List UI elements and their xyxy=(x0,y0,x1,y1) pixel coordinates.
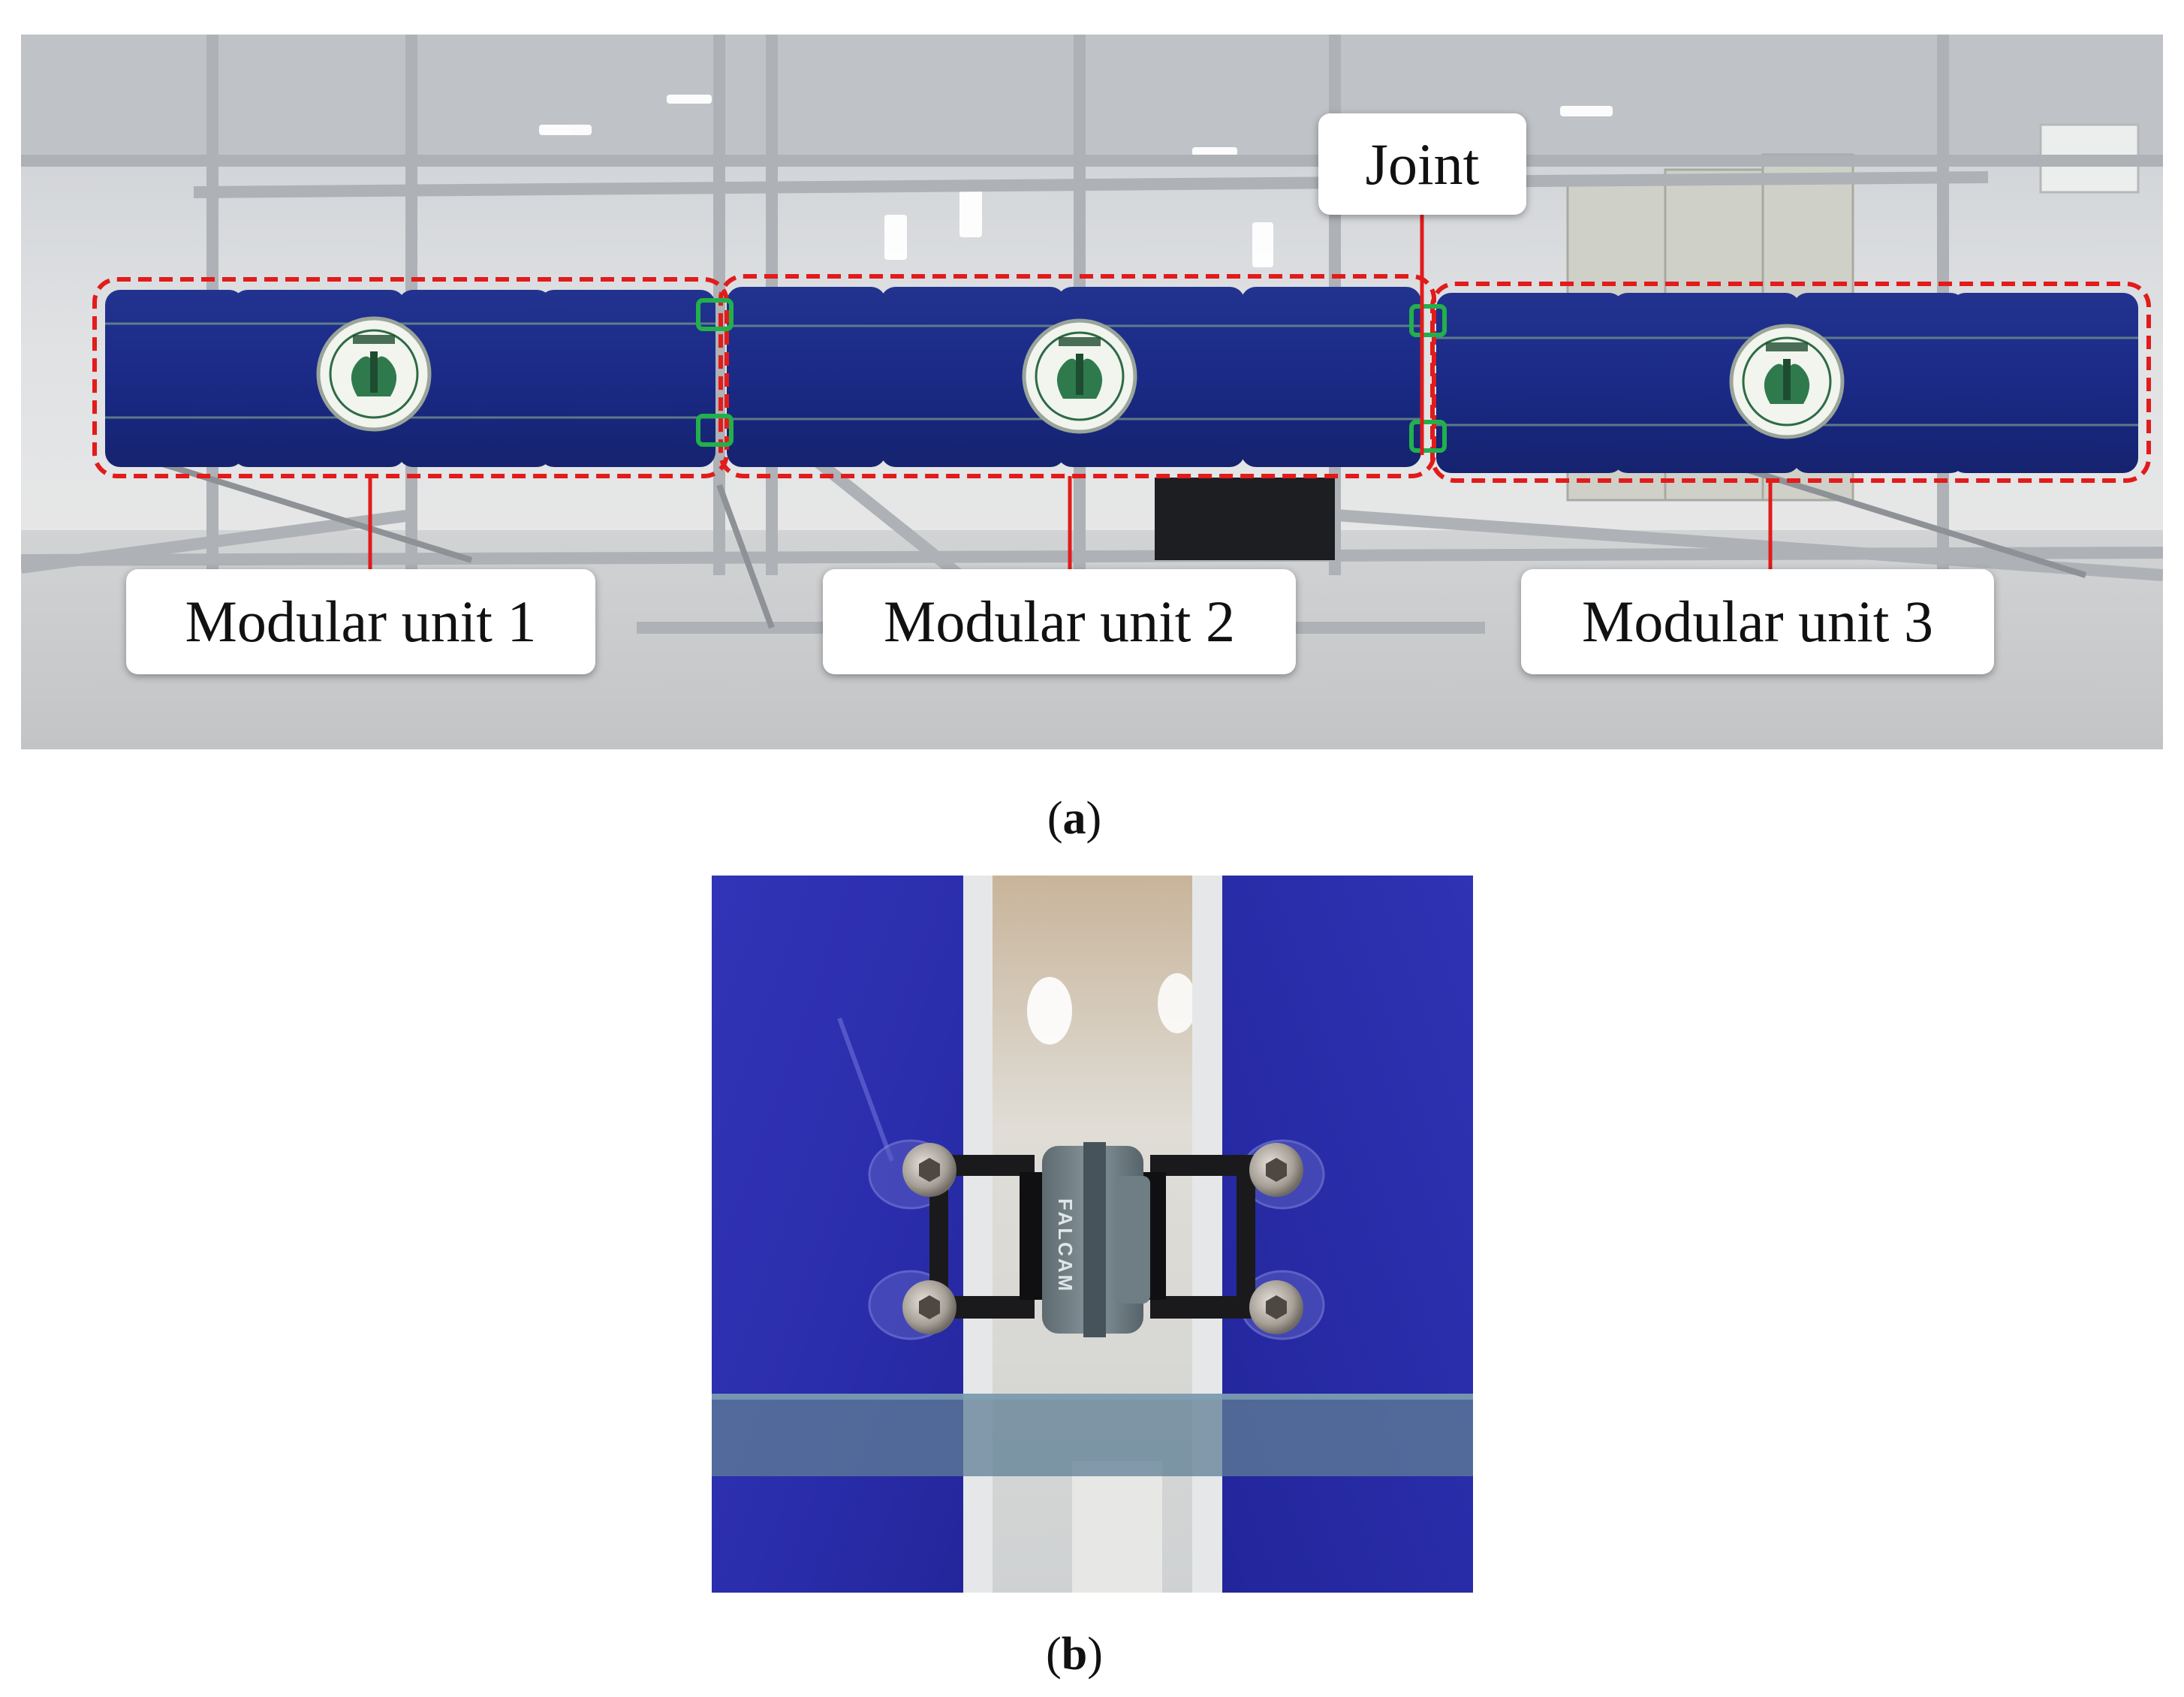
photo-panel-a: Modular unit 1 Modular unit 2 Modular un… xyxy=(21,35,2163,749)
photo-panel-b: FALCAM xyxy=(712,876,1473,1593)
unit-3-outline xyxy=(1430,282,2151,483)
seal-icon xyxy=(318,318,429,430)
falcam-logo: FALCAM xyxy=(1054,1198,1077,1293)
joint-box xyxy=(1409,304,1447,337)
unit-1-outline xyxy=(92,277,729,478)
joint-label: Joint xyxy=(1318,113,1526,215)
joint-box xyxy=(696,298,734,331)
modular-unit-3-label: Modular unit 3 xyxy=(1521,569,1994,674)
bolt-icon xyxy=(1249,1280,1303,1334)
joint-box xyxy=(1409,420,1447,453)
modular-unit-1-label: Modular unit 1 xyxy=(126,569,595,674)
caption-b: (b) xyxy=(1046,1629,1103,1680)
joint-box xyxy=(696,414,734,447)
caption-b-letter: b xyxy=(1061,1629,1088,1680)
bolt-icon xyxy=(902,1280,956,1334)
bolt-icon xyxy=(902,1143,956,1197)
seal-icon xyxy=(1731,326,1842,437)
modular-unit-2-label: Modular unit 2 xyxy=(823,569,1296,674)
joint-closeup: FALCAM xyxy=(712,876,1473,1593)
bolt-icon xyxy=(1249,1143,1303,1197)
caption-a-letter: a xyxy=(1062,793,1086,844)
caption-a: (a) xyxy=(1047,793,1102,844)
seal-icon xyxy=(1024,321,1135,432)
